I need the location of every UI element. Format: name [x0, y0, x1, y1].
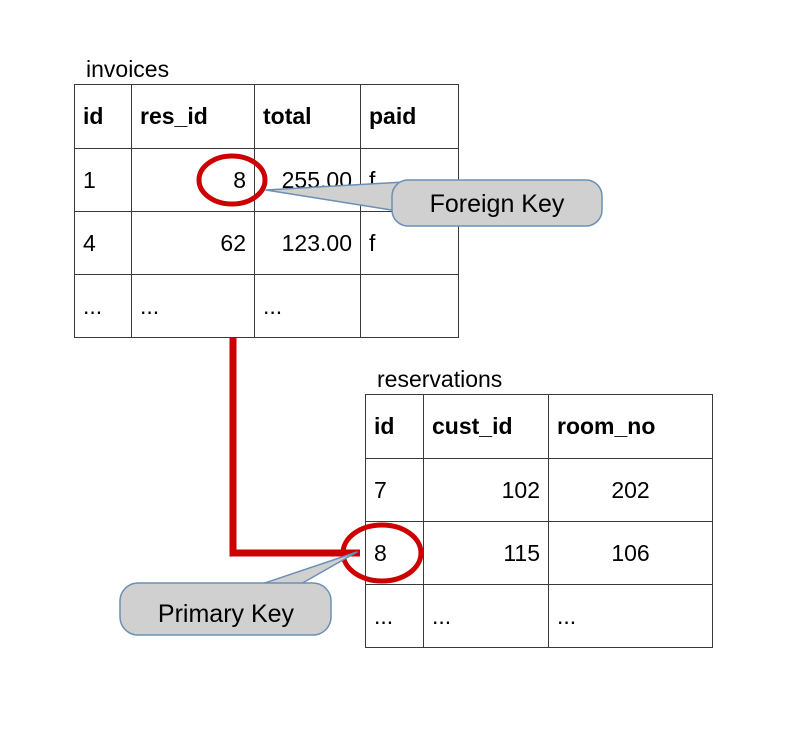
- cell-res-id: 8: [131, 148, 255, 212]
- cell-paid: [360, 274, 459, 338]
- pk-value-circle-icon: [340, 522, 424, 584]
- callout-body-primary-key: [119, 582, 332, 636]
- cell-cust-id: 115: [423, 521, 549, 585]
- callout-tail-foreign-key: [265, 181, 405, 213]
- table-caption-reservations: reservations: [377, 366, 503, 392]
- column-header-total: total: [254, 84, 361, 149]
- column-header-id: id: [74, 84, 132, 149]
- table-row: 8 115 106: [365, 521, 713, 585]
- table-header-row: id res_id total paid: [74, 84, 459, 149]
- column-header-res-id: res_id: [131, 84, 255, 149]
- table-row: ... ... ...: [365, 584, 713, 648]
- table-block-reservations: reservations id cust_id room_no 7 102 20…: [365, 366, 713, 648]
- cell-total: ...: [254, 274, 361, 338]
- table-row: ... ... ...: [74, 274, 459, 338]
- cell-res-id: ...: [131, 274, 255, 338]
- callout-foreign-key[interactable]: Foreign Key: [265, 179, 603, 227]
- fk-value-circle-icon: [196, 153, 268, 207]
- column-header-room-no: room_no: [548, 394, 713, 459]
- column-header-paid: paid: [360, 84, 459, 149]
- cell-room-no: ...: [548, 584, 713, 648]
- column-header-cust-id: cust_id: [423, 394, 549, 459]
- cell-id: ...: [74, 274, 132, 338]
- callout-label-primary-key: Primary Key: [158, 600, 295, 628]
- callout-label-foreign-key: Foreign Key: [430, 190, 565, 218]
- callout-primary-key[interactable]: Primary Key: [119, 551, 358, 636]
- cell-room-no: 106: [548, 521, 713, 585]
- callout-body-foreign-key: [391, 179, 603, 227]
- cell-id: 4: [74, 211, 132, 275]
- cell-id: 8: [365, 521, 424, 585]
- cell-cust-id: ...: [423, 584, 549, 648]
- cell-cust-id: 102: [423, 458, 549, 522]
- cell-res-id: 62: [131, 211, 255, 275]
- data-table-reservations: id cust_id room_no 7 102 202 8 115 106 .…: [365, 394, 713, 648]
- cell-id: 7: [365, 458, 424, 522]
- column-header-id: id: [365, 394, 424, 459]
- table-header-row: id cust_id room_no: [365, 394, 713, 459]
- table-caption-invoices: invoices: [86, 56, 170, 82]
- cell-total: 123.00: [254, 211, 361, 275]
